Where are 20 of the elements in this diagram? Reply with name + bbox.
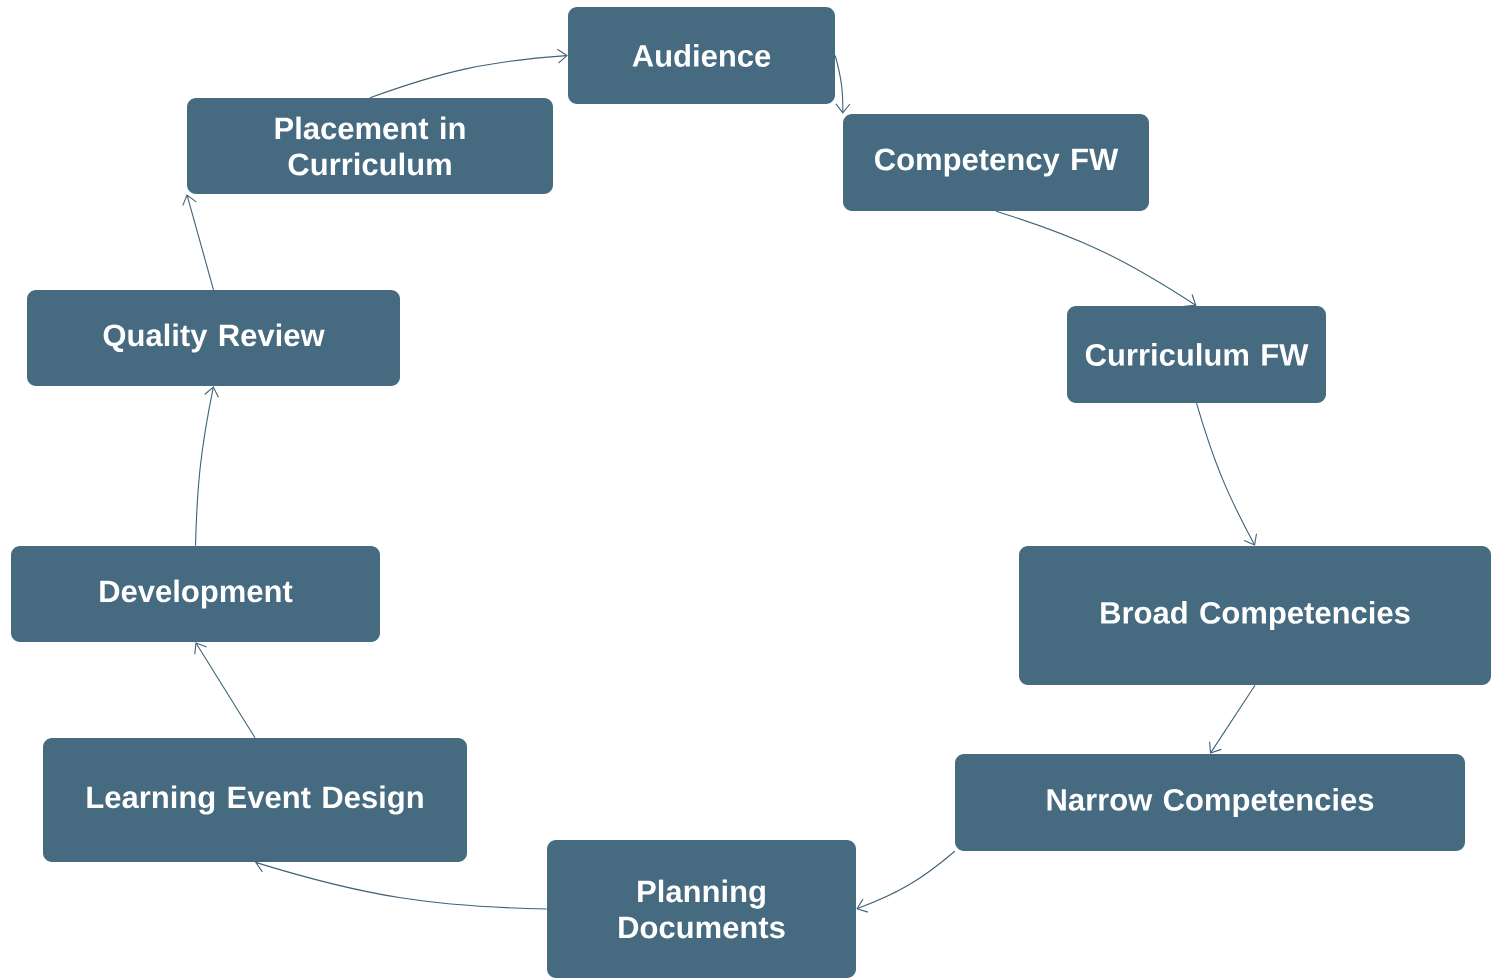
arrow: [995, 210, 1197, 307]
arrow: [856, 850, 956, 913]
arrow: [182, 194, 215, 291]
arrow: [194, 642, 256, 739]
arrow: [369, 48, 568, 99]
process-box: Curriculum FW: [1067, 306, 1326, 403]
process-box: Learning Event Design: [43, 738, 467, 862]
process-box: Competency FW: [843, 114, 1149, 211]
arrow: [255, 857, 548, 910]
process-box: Narrow Competencies: [955, 754, 1465, 851]
process-box: Quality Review: [27, 290, 400, 386]
arrow: [1209, 684, 1256, 754]
process-box: Audience: [568, 7, 835, 104]
process-box: Development: [11, 546, 380, 642]
process-box: Planning Documents: [547, 840, 856, 978]
arrow: [1195, 402, 1258, 546]
process-box: Placement in Curriculum: [187, 98, 553, 194]
arrow: [194, 386, 219, 547]
arrow: [834, 54, 851, 114]
process-box: Broad Competencies: [1019, 546, 1491, 685]
